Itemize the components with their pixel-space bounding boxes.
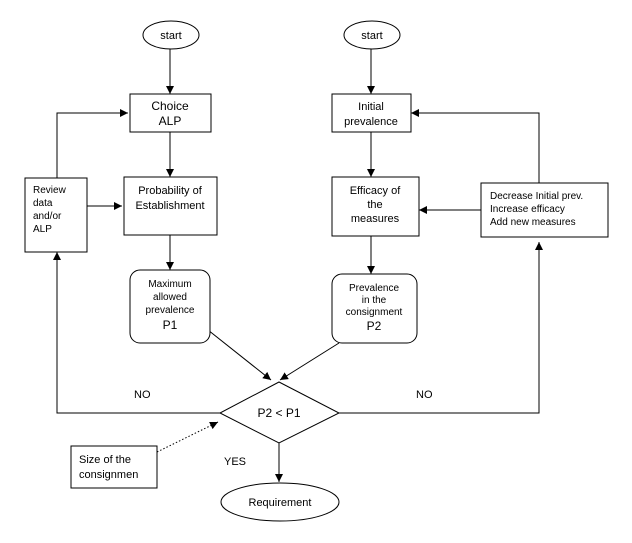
node-decrease-prev[interactable]: Decrease Initial prev. Increase efficacy… — [480, 182, 609, 238]
max-allowed-line-3: prevalence — [146, 305, 195, 316]
node-start-left[interactable]: start — [142, 20, 200, 50]
max-allowed-line-4: P1 — [163, 318, 178, 332]
node-efficacy-measures[interactable]: Efficacy of the measures — [331, 176, 420, 237]
edges — [53, 49, 543, 482]
decrease-prev-line-3: Add new measures — [490, 217, 576, 228]
efficacy-measures-line-3: measures — [351, 213, 400, 225]
start-right-label: start — [361, 30, 382, 42]
start-left-shape — [142, 20, 200, 50]
edge-review-to-choice-alp — [56, 109, 128, 178]
decrease-prev-shape — [480, 182, 609, 238]
initial-prevalence-shape — [331, 93, 412, 133]
choice-alp-line-2: ALP — [159, 114, 182, 128]
node-requirement[interactable]: Requirement — [220, 482, 340, 522]
efficacy-measures-line-2: the — [367, 199, 382, 211]
choice-alp-shape — [129, 93, 212, 133]
initial-prevalence-line-1: Initial — [358, 101, 384, 113]
node-start-right[interactable]: start — [343, 20, 401, 50]
node-probability-establishment[interactable]: Probability of Establishment — [123, 176, 218, 236]
edge-decision-no-to-decrease — [339, 242, 543, 414]
start-right-shape — [343, 20, 401, 50]
node-review-data[interactable]: Review data and/or ALP — [24, 177, 88, 253]
efficacy-measures-line-1: Efficacy of — [350, 185, 401, 197]
edge-label-no-right: NO — [416, 389, 433, 401]
edge-label-yes: YES — [224, 456, 246, 468]
node-max-allowed[interactable]: Maximum allowed prevalence P1 — [129, 269, 211, 344]
size-consignment-shape — [70, 445, 158, 489]
initial-prevalence-line-2: prevalence — [344, 116, 398, 128]
requirement-shape — [220, 482, 340, 522]
max-allowed-shape — [129, 269, 211, 344]
prevalence-consignment-line-4: P2 — [367, 319, 382, 333]
choice-alp-line-1: Choice — [151, 99, 189, 113]
review-data-shape — [24, 177, 88, 253]
probability-establishment-line-1: Probability of — [138, 185, 203, 197]
decision-label: P2 < P1 — [257, 406, 300, 420]
prevalence-consignment-line-2: in the — [362, 295, 387, 306]
edge-decrease-to-initial-prevalence — [411, 109, 540, 183]
prevalence-consignment-line-1: Prevalence — [349, 283, 399, 294]
max-allowed-line-1: Maximum — [148, 279, 191, 290]
efficacy-measures-shape — [331, 176, 420, 237]
review-data-line-3: and/or — [33, 211, 62, 222]
edge-max-allowed-to-decision — [207, 329, 272, 381]
review-data-line-1: Review — [33, 185, 67, 196]
size-consignment-line-1: Size of the — [79, 454, 131, 466]
edge-prevalence-consignment-to-decision — [279, 342, 340, 381]
decrease-prev-line-1: Decrease Initial prev. — [490, 191, 583, 202]
probability-establishment-line-2: Establishment — [135, 200, 204, 212]
edge-size-to-decision — [156, 421, 219, 453]
node-prevalence-consignment[interactable]: Prevalence in the consignment P2 — [331, 273, 418, 344]
edge-label-no-left: NO — [134, 389, 151, 401]
edge-decision-no-to-review — [53, 252, 220, 414]
start-left-label: start — [160, 30, 181, 42]
node-size-consignment[interactable]: Size of the consignmen — [70, 445, 158, 489]
node-choice-alp[interactable]: Choice ALP — [129, 93, 212, 133]
decision-shape — [218, 381, 341, 444]
prevalence-consignment-shape — [331, 273, 418, 344]
node-initial-prevalence[interactable]: Initial prevalence — [331, 93, 412, 133]
review-data-line-2: data — [33, 198, 53, 209]
max-allowed-line-2: allowed — [153, 292, 187, 303]
prevalence-consignment-line-3: consignment — [346, 307, 403, 318]
review-data-line-4: ALP — [33, 224, 52, 235]
requirement-label: Requirement — [249, 497, 312, 509]
node-decision[interactable]: P2 < P1 — [218, 381, 341, 444]
size-consignment-line-2: consignmen — [79, 469, 138, 481]
decrease-prev-line-2: Increase efficacy — [490, 204, 565, 215]
probability-establishment-shape — [123, 176, 218, 236]
